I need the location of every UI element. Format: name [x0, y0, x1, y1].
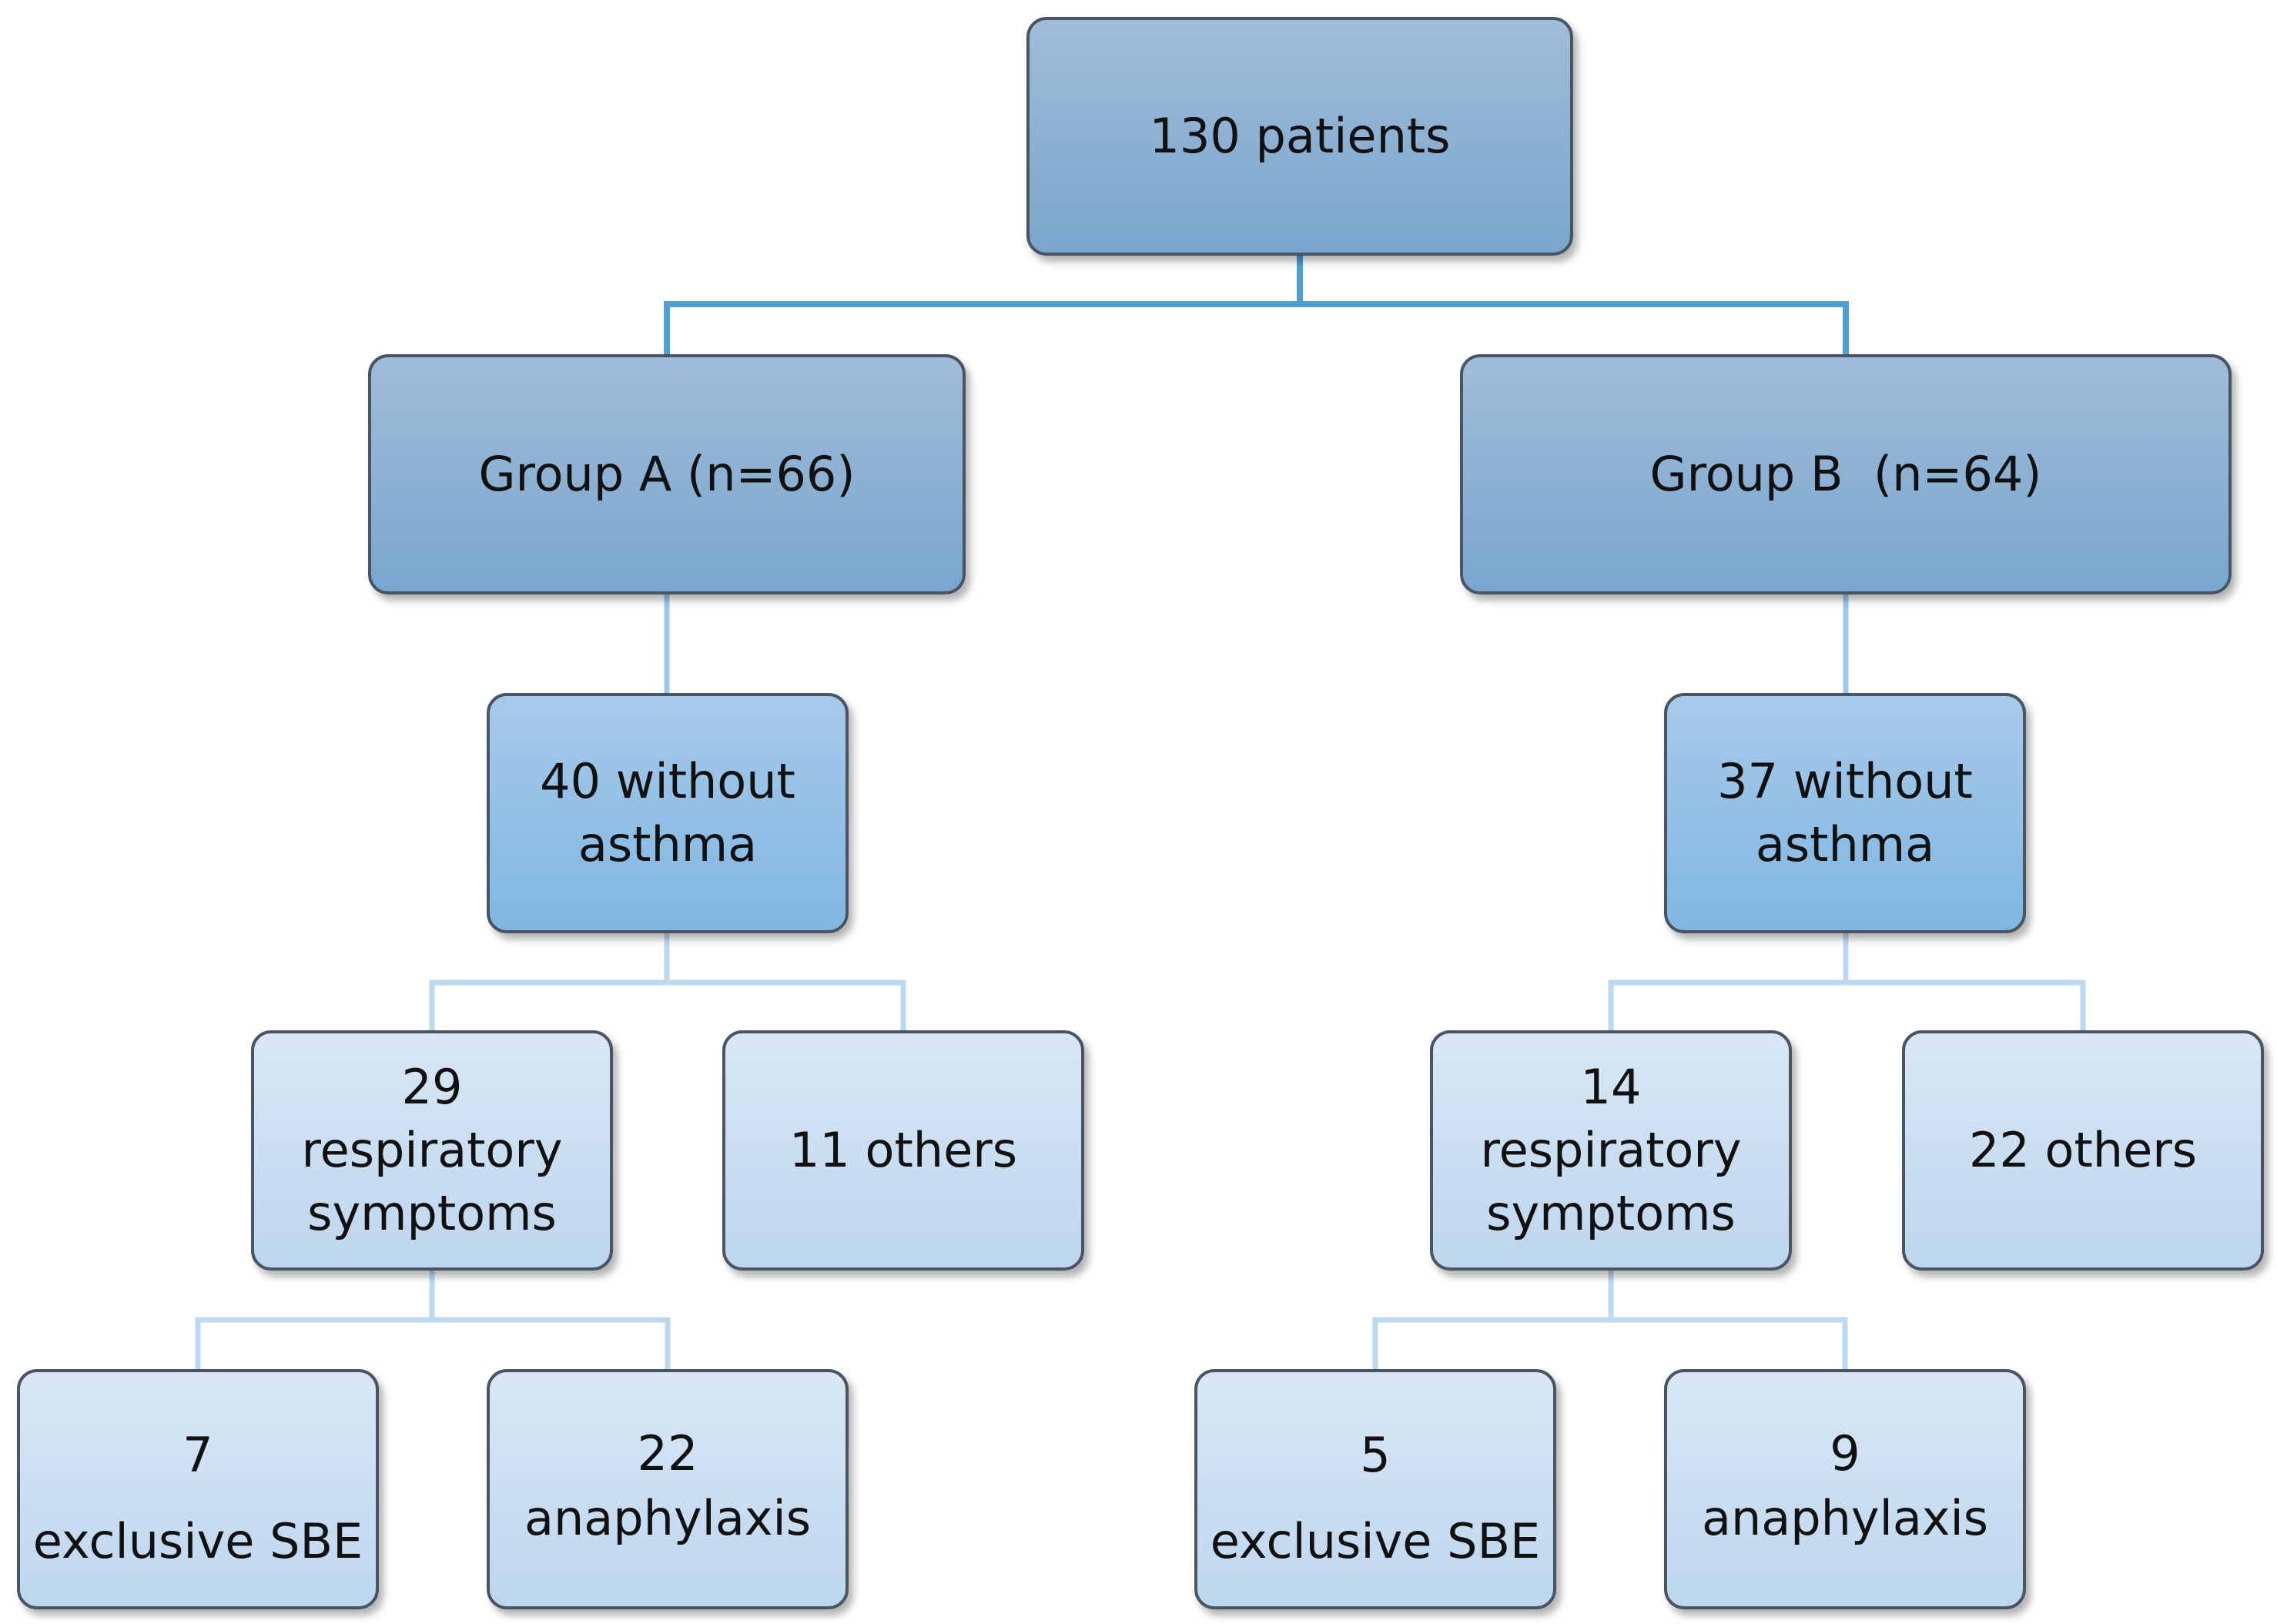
node-group-a-without-asthma: 40 without asthma — [487, 693, 849, 933]
node-label: 11 others — [789, 1122, 1018, 1178]
node-group-a: Group A (n=66) — [368, 354, 966, 594]
node-group-b-without-asthma: 37 without asthma — [1664, 693, 2026, 933]
connector-wob-children — [1608, 933, 2086, 1030]
node-group-a-others: 11 others — [722, 1030, 1084, 1271]
node-line: 5 — [1360, 1427, 1391, 1483]
node-line: asthma — [578, 816, 758, 872]
node-line: 9 — [1830, 1425, 1860, 1482]
node-label: Group B (n=64) — [1649, 446, 2042, 502]
node-group-b-respiratory-symptoms: 14 respiratory symptoms — [1430, 1030, 1792, 1271]
node-line: 37 without — [1717, 753, 1973, 809]
node-label: Group A (n=66) — [478, 446, 856, 502]
node-label: 22 others — [1968, 1122, 2198, 1178]
node-group-b-others: 22 others — [1902, 1030, 2264, 1271]
node-line: exclusive SBE — [1210, 1513, 1541, 1569]
node-line: respiratory — [301, 1122, 563, 1178]
node-group-a-respiratory-symptoms: 29 respiratory symptoms — [251, 1030, 613, 1271]
node-line: 14 — [1580, 1059, 1642, 1115]
connector-root-groups — [664, 256, 1849, 354]
node-group-b-anaphylaxis: 9 anaphylaxis — [1664, 1369, 2026, 1609]
node-line: 40 without — [540, 753, 795, 809]
node-group-b-exclusive-sbe: 5 exclusive SBE — [1194, 1369, 1556, 1609]
node-line: symptoms — [1486, 1185, 1736, 1241]
node-line: respiratory — [1480, 1122, 1742, 1178]
node-line: 29 — [401, 1059, 463, 1115]
connector-respb-children — [1372, 1271, 1848, 1369]
node-label: 130 patients — [1149, 108, 1451, 164]
connector-woa-children — [429, 933, 906, 1030]
node-group-a-exclusive-sbe: 7 exclusive SBE — [17, 1369, 379, 1609]
node-line: anaphylaxis — [1701, 1490, 1989, 1546]
node-line: anaphylaxis — [524, 1490, 812, 1546]
node-line: exclusive SBE — [32, 1513, 363, 1569]
node-line: 7 — [182, 1427, 213, 1483]
node-line: asthma — [1755, 816, 1935, 872]
node-group-b: Group B (n=64) — [1460, 354, 2232, 594]
node-line: 22 — [637, 1425, 698, 1482]
node-line: symptoms — [307, 1185, 557, 1241]
node-130-patients: 130 patients — [1026, 17, 1573, 256]
node-group-a-anaphylaxis: 22 anaphylaxis — [487, 1369, 849, 1609]
connector-respa-children — [195, 1271, 671, 1369]
